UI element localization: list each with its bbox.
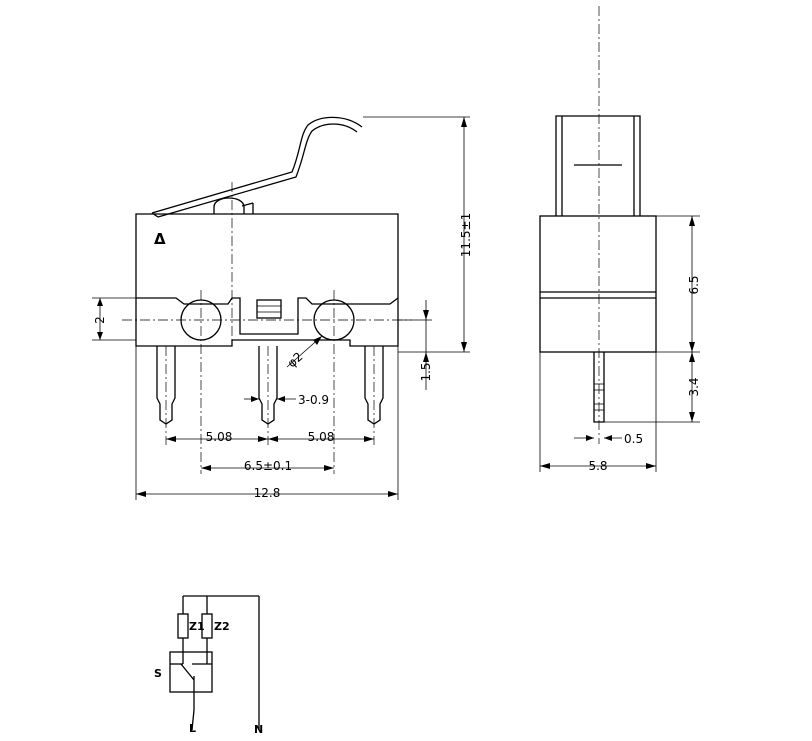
- front-view: Δ 11.5±1 2 1.5: [92, 116, 473, 500]
- slot: [256, 299, 282, 319]
- switch-box: [169, 651, 213, 693]
- label-z2: Z2: [214, 620, 230, 633]
- plunger: [213, 197, 245, 214]
- dim-pin-gap: 3-0.9: [298, 393, 329, 407]
- dim-body-height: 6.5: [687, 275, 701, 294]
- lever-arm: [151, 116, 363, 214]
- label-n: N: [254, 723, 263, 736]
- housing-step: [136, 297, 399, 335]
- switch-contact: [180, 663, 195, 681]
- side-housing: [539, 215, 657, 353]
- label-s: S: [154, 667, 162, 680]
- dim-pin-width: 0.5: [624, 432, 643, 446]
- dim-hole-dia: φ2: [285, 349, 306, 370]
- dim-pitch-left: 5.08: [206, 430, 233, 444]
- dim-width: 12.8: [254, 486, 281, 500]
- dim-height-total: 11.5±1: [459, 213, 473, 257]
- label-l: L: [189, 722, 196, 735]
- dim-side-pin-length: 3.4: [687, 377, 701, 396]
- side-view: 6.5 3.4 0.5 5.8: [539, 6, 701, 473]
- dim-pitch-right: 5.08: [308, 430, 335, 444]
- circuit-schematic: Z1 Z2 S L N: [154, 595, 263, 736]
- polarity-mark: Δ: [154, 230, 166, 248]
- front-housing: [135, 213, 399, 347]
- lever-arm-inner: [157, 123, 358, 218]
- actuator: [555, 115, 641, 216]
- dim-pin-length: 1.5: [419, 362, 433, 381]
- dim-hole-pitch: 6.5±0.1: [244, 459, 292, 473]
- resistor-z1: [177, 613, 189, 639]
- dim-pin-step: 2: [93, 316, 107, 324]
- dim-side-width: 5.8: [588, 459, 607, 473]
- label-z1: Z1: [189, 620, 205, 633]
